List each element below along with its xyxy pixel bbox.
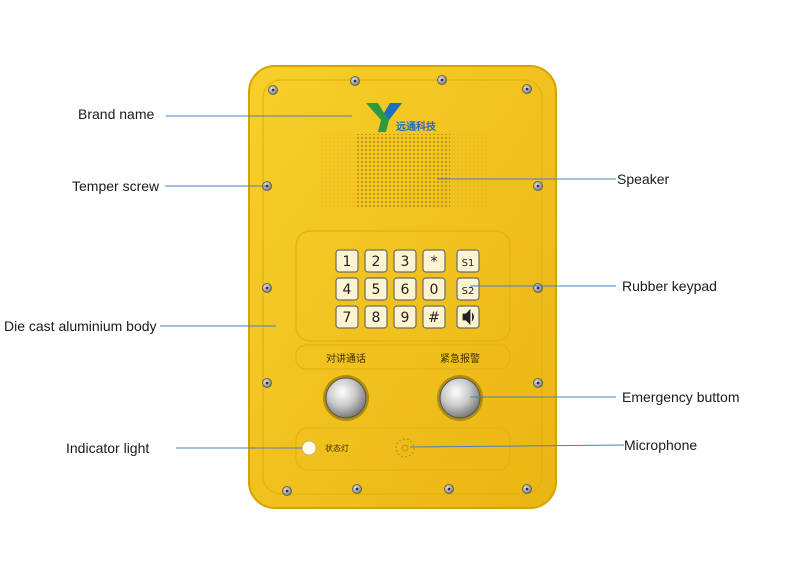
tamper-screw (262, 283, 272, 293)
keypad-key-label: 2 (372, 254, 381, 270)
callout-rubber-keypad: Rubber keypad (622, 278, 717, 294)
keypad-key-label: 0 (430, 282, 439, 298)
callout-die-cast-body: Die cast aluminium body (4, 318, 157, 334)
keypad-key[interactable]: 8 (364, 305, 388, 329)
tamper-screw (522, 84, 532, 94)
tamper-screw (437, 75, 447, 85)
keypad-key[interactable]: 7 (335, 305, 359, 329)
brand-name-text: 远通科技 (396, 120, 437, 133)
brand-logo: 远通科技 (366, 103, 437, 133)
tamper-screw (533, 378, 543, 388)
tamper-screw (350, 76, 360, 86)
keypad-key-label: 4 (343, 282, 352, 298)
keypad-key-label: * (431, 254, 438, 270)
leader-lines (160, 115, 625, 449)
screw-group (262, 75, 543, 496)
keypad-key-label: 8 (372, 310, 381, 326)
keypad: 1 2 3 * S1 4 5 6 0 S2 7 8 9 # (335, 249, 480, 329)
emergency-button[interactable] (437, 375, 483, 421)
keypad-key-label: S1 (462, 258, 475, 269)
keypad-key-label: 3 (401, 254, 410, 270)
microphone (395, 438, 415, 458)
callout-microphone: Microphone (624, 437, 698, 453)
keypad-key[interactable]: 6 (393, 277, 417, 301)
callout-temper-screw: Temper screw (72, 178, 160, 194)
keypad-key[interactable]: 1 (335, 249, 359, 273)
keypad-key[interactable]: 5 (364, 277, 388, 301)
intercom-button[interactable] (323, 375, 369, 421)
keypad-key-label: 5 (372, 282, 381, 298)
keypad-key-label: 9 (401, 310, 410, 326)
tamper-screw (533, 283, 543, 293)
keypad-key-label: S2 (462, 286, 475, 297)
tamper-screw (522, 484, 532, 494)
tamper-screw (262, 378, 272, 388)
indicator-light (301, 440, 317, 456)
callout-indicator-light: Indicator light (66, 440, 150, 456)
keypad-key[interactable]: 3 (393, 249, 417, 273)
leader-microphone (409, 444, 625, 448)
keypad-key[interactable] (456, 305, 480, 329)
button-label-panel (295, 344, 511, 370)
callout-brand-name: Brand name (78, 106, 155, 122)
tamper-screw (268, 85, 278, 95)
tamper-screw (444, 484, 454, 494)
speaker-volume-icon (462, 309, 474, 325)
speaker-grille (356, 134, 450, 208)
tamper-screw (533, 181, 543, 191)
keypad-key-label: 7 (343, 310, 352, 326)
keypad-key-label: 1 (343, 254, 352, 270)
emergency-button-label: 紧急报警 (440, 352, 480, 365)
keypad-key[interactable]: 0 (422, 277, 446, 301)
indicator-label: 状态灯 (325, 443, 349, 453)
bottom-panel (295, 427, 511, 471)
keypad-key-label: 6 (401, 282, 410, 298)
keypad-key[interactable]: 2 (364, 249, 388, 273)
tamper-screw (352, 484, 362, 494)
callout-speaker: Speaker (617, 171, 670, 187)
callout-emergency-button: Emergency buttom (622, 389, 740, 405)
keypad-key[interactable]: * (422, 249, 446, 273)
keypad-key[interactable]: # (422, 305, 446, 329)
keypad-key[interactable]: 9 (393, 305, 417, 329)
keypad-key[interactable]: S1 (456, 249, 480, 273)
keypad-key[interactable]: 4 (335, 277, 359, 301)
keypad-key-label: # (428, 310, 440, 326)
tamper-screw (282, 486, 292, 496)
intercom-button-label: 对讲通话 (326, 352, 366, 365)
keypad-key[interactable]: S2 (456, 277, 480, 301)
